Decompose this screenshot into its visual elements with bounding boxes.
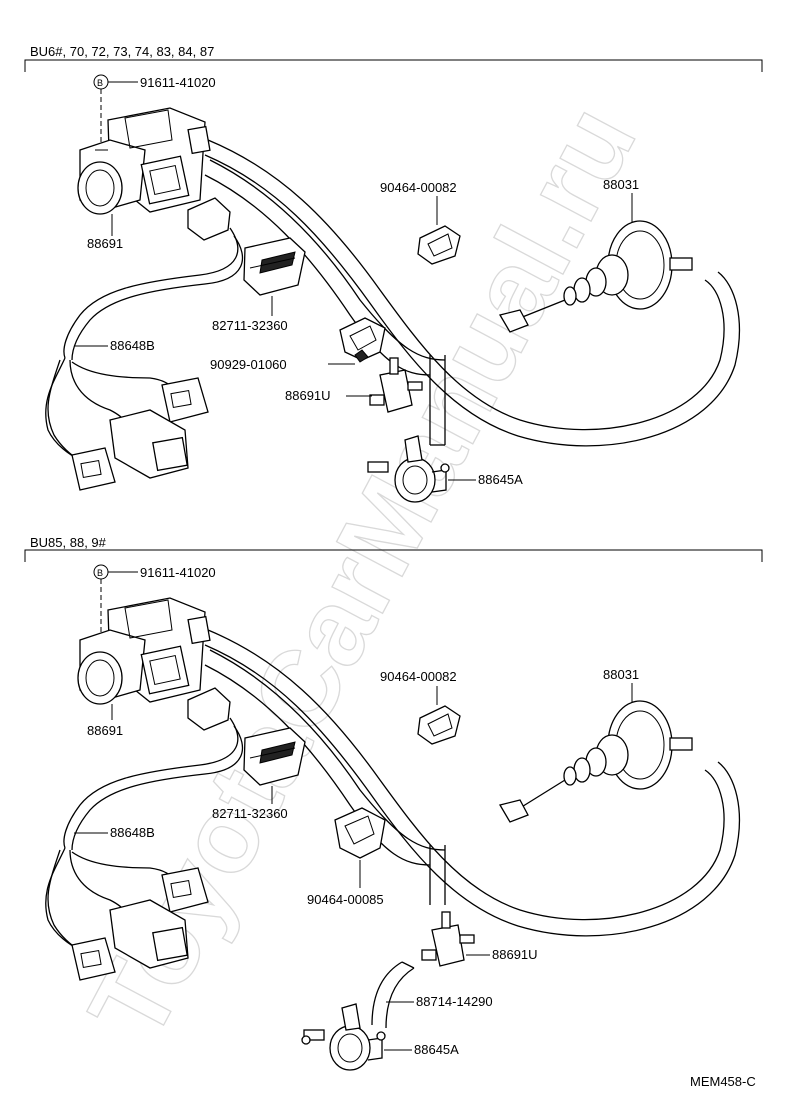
- fitting-u-part-number: 88691U: [285, 388, 331, 403]
- fitting-a-part-number: 88645A: [478, 472, 523, 487]
- vsv-part-number: 88691: [87, 236, 123, 251]
- hose: [371, 961, 415, 1029]
- wiring-harness: [45, 197, 244, 491]
- section-header: BU6#, 70, 72, 73, 74, 83, 84, 87: [30, 44, 214, 59]
- actuator: [498, 700, 693, 823]
- section-bracket: [24, 549, 763, 562]
- section-header: BU85, 88, 9#: [30, 535, 107, 550]
- actuator-part-number: 88031: [603, 667, 639, 682]
- harness-part-number: 88648B: [110, 338, 155, 353]
- hose-part-number: 88714-14290: [416, 994, 493, 1009]
- clamp-b: [339, 317, 386, 363]
- bolt-part-number: 91611-41020: [140, 565, 216, 580]
- bolt-mark: B: [97, 568, 103, 578]
- clamp-a-part-number: 90464-00082: [380, 180, 457, 195]
- vsv-part-number: 88691: [87, 723, 123, 738]
- clamp-b-part-number: 90929-01060: [210, 357, 287, 372]
- vacuum-hoses: [204, 139, 741, 447]
- fitting-u-part-number: 88691U: [492, 947, 538, 962]
- fitting-a: [367, 435, 450, 503]
- bolt-mark: B: [97, 78, 103, 88]
- connector-block: [243, 237, 306, 296]
- fitting-a-part-number: 88645A: [414, 1042, 459, 1057]
- section-bracket: [24, 59, 763, 72]
- doc-code: MEM458-C: [690, 1074, 756, 1089]
- actuator: [498, 220, 693, 333]
- fitting-u: [421, 911, 475, 967]
- wiring-harness: [45, 687, 244, 981]
- section-2: BU85, 88, 9# B 91611-41020 88691: [24, 535, 763, 1071]
- vacuum-hoses: [204, 629, 741, 937]
- vsv-valve: [77, 107, 211, 215]
- bolt-part-number: 91611-41020: [140, 75, 216, 90]
- clamp-a: [417, 225, 461, 265]
- fitting-a: [301, 1003, 386, 1071]
- clamp-b: [334, 807, 386, 859]
- connector-block: [243, 727, 306, 786]
- section-1: BU6#, 70, 72, 73, 74, 83, 84, 87 B 91611…: [24, 44, 763, 503]
- fitting-u: [369, 357, 423, 413]
- connector-part-number: 82711-32360: [212, 318, 288, 333]
- clamp-a-part-number: 90464-00082: [380, 669, 457, 684]
- actuator-part-number: 88031: [603, 177, 639, 192]
- bolt-callout: B 91611-41020: [93, 74, 216, 150]
- vsv-valve: [77, 597, 211, 705]
- connector-part-number: 82711-32360: [212, 806, 288, 821]
- harness-part-number: 88648B: [110, 825, 155, 840]
- clamp-a: [417, 705, 461, 745]
- bolt-callout: B 91611-41020: [93, 564, 216, 640]
- clamp-b-part-number: 90464-00085: [307, 892, 384, 907]
